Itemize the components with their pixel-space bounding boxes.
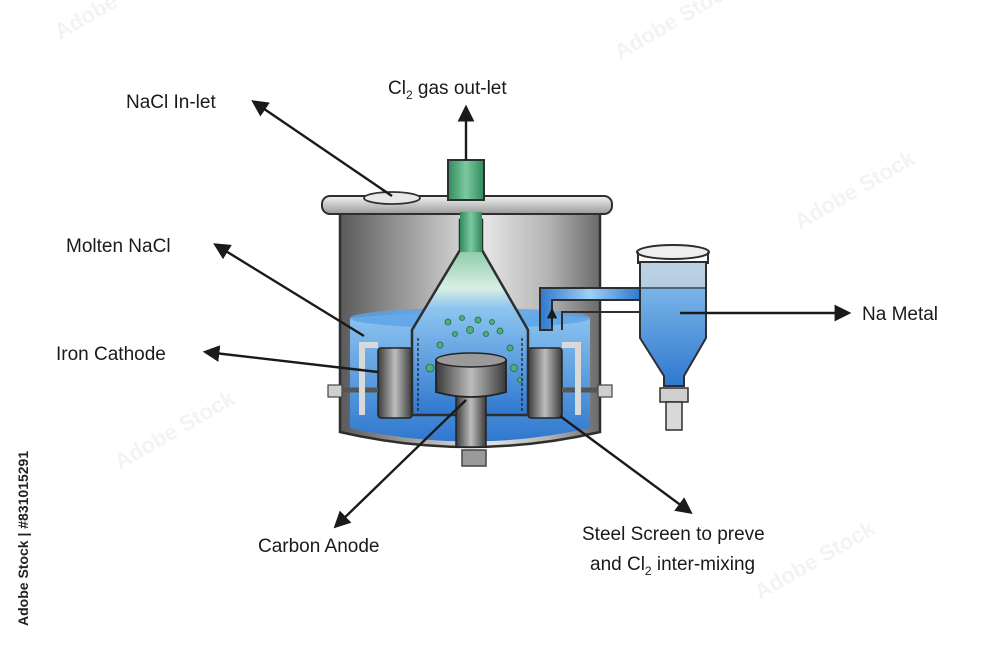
cell-foot: [461, 449, 487, 467]
svg-text:Adobe Stock: Adobe Stock: [790, 145, 920, 234]
nacl-inlet-port: [363, 191, 421, 205]
arrow-carbon-anode: [333, 399, 467, 529]
electrolytic-cell: [321, 159, 710, 467]
arrow-steel-screen: [559, 415, 693, 514]
label-carbon-anode: Carbon Anode: [258, 536, 380, 557]
arrow-molten-nacl: [213, 243, 365, 338]
iron-cathode-right: [527, 347, 563, 419]
label-nacl-inlet: NaCl In-let: [126, 92, 216, 113]
label-iron-cathode: Iron Cathode: [56, 344, 166, 365]
cl2-outlet-pipe: [447, 159, 485, 201]
steel-screen: [417, 338, 523, 412]
iron-cathode-left: [377, 347, 413, 419]
svg-text:Adobe Stock: Adobe Stock: [750, 515, 880, 604]
label-steel-screen-line2: and Cl2 inter-mixing: [590, 554, 755, 578]
stock-side-text: Adobe Stock | #831015291: [15, 451, 31, 626]
svg-text:Adobe Stock: Adobe Stock: [610, 0, 740, 64]
arrow-nacl-inlet: [251, 100, 393, 197]
label-molten-nacl: Molten NaCl: [66, 236, 171, 257]
label-cl2-outlet: Cl2 gas out-let: [388, 78, 507, 102]
callout-arrows: [202, 100, 852, 529]
svg-text:Adobe Stock: Adobe Stock: [50, 0, 180, 44]
label-steel-screen-line1: Steel Screen to preve: [582, 524, 765, 545]
label-na-metal: Na Metal: [862, 304, 938, 325]
arrow-iron-cathode: [202, 345, 379, 374]
svg-text:Adobe Stock: Adobe Stock: [110, 385, 240, 474]
